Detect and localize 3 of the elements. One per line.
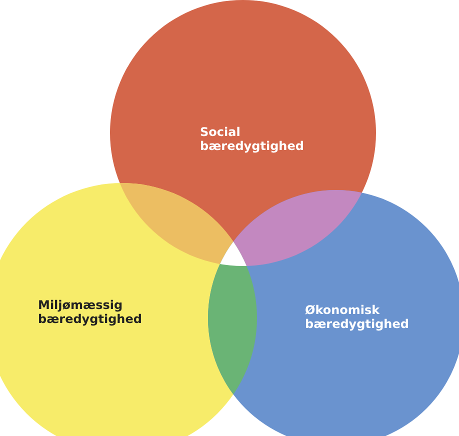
circle-label: Social bæredygtighed: [200, 125, 305, 153]
circle-label: Miljømæssig bæredygtighed: [38, 298, 143, 326]
circle-label: Økonomisk bæredygtighed: [305, 303, 410, 331]
